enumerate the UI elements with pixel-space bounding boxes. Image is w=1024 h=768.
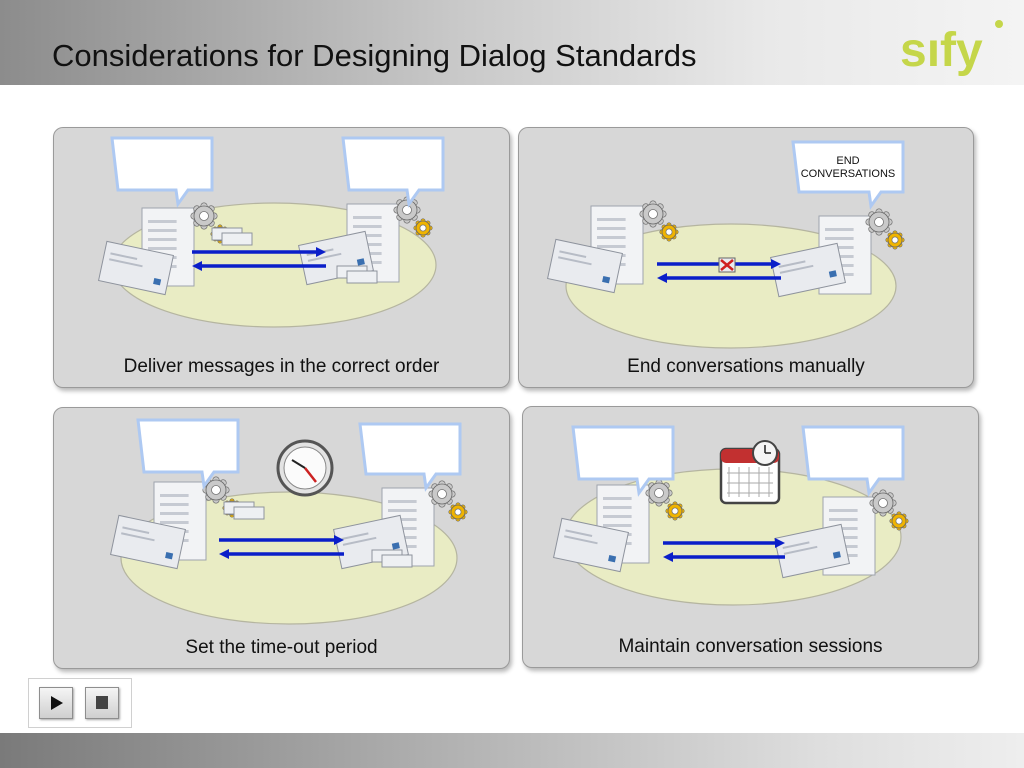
speech-bubble bbox=[341, 136, 445, 208]
panel-illustration bbox=[552, 425, 909, 606]
gear-icon bbox=[885, 230, 905, 250]
speech-bubble bbox=[136, 418, 240, 490]
envelope-icon bbox=[546, 238, 624, 294]
gear-icon bbox=[639, 200, 667, 228]
panel-caption: End conversations manually bbox=[627, 356, 865, 377]
message-stack bbox=[336, 265, 378, 284]
slide-footer bbox=[0, 733, 1024, 768]
conversation-illustration bbox=[546, 140, 905, 349]
conversation-illustration bbox=[97, 136, 445, 328]
panel-sessions: Maintain conversation sessions bbox=[522, 406, 979, 668]
panel-deliver-order: Deliver messages in the correct order bbox=[53, 127, 510, 388]
envelope-icon bbox=[552, 517, 630, 573]
calendar-icon bbox=[719, 440, 781, 505]
playback-controls bbox=[28, 678, 132, 728]
envelope-icon bbox=[109, 514, 187, 570]
envelope-icon bbox=[97, 240, 175, 296]
panel-illustration bbox=[97, 136, 445, 328]
gear-icon bbox=[428, 480, 456, 508]
gear-icon bbox=[659, 222, 679, 242]
message-arrows bbox=[219, 535, 344, 559]
gear-icon bbox=[645, 479, 673, 507]
envelope-icon bbox=[769, 242, 847, 298]
stop-icon bbox=[96, 696, 108, 709]
speech-bubble bbox=[110, 136, 214, 208]
gear-icon bbox=[448, 502, 468, 522]
panel-caption: Maintain conversation sessions bbox=[618, 636, 883, 657]
clock-icon bbox=[276, 439, 334, 497]
speech-bubble bbox=[791, 140, 905, 210]
message-arrows bbox=[663, 538, 785, 562]
bubble-label: END CONVERSATIONS bbox=[800, 155, 896, 180]
panel-caption: Set the time-out period bbox=[185, 637, 378, 658]
panel-illustration bbox=[109, 418, 468, 625]
slide-header bbox=[0, 0, 1024, 85]
message-stack bbox=[371, 549, 413, 568]
gear-icon bbox=[202, 476, 230, 504]
stop-button[interactable] bbox=[85, 687, 119, 719]
message-arrows bbox=[657, 259, 781, 283]
stop-message-icon bbox=[718, 257, 736, 273]
gear-icon bbox=[413, 218, 433, 238]
conversation-illustration bbox=[109, 418, 468, 625]
message-stack bbox=[223, 501, 265, 520]
conversation-illustration bbox=[552, 425, 909, 606]
envelope-icon bbox=[773, 523, 851, 579]
panel-caption: Deliver messages in the correct order bbox=[123, 356, 440, 377]
panel-illustration bbox=[546, 140, 905, 349]
gear-icon bbox=[865, 208, 893, 236]
message-stack bbox=[211, 227, 253, 246]
slide-title: Considerations for Designing Dialog Stan… bbox=[52, 38, 697, 73]
play-icon bbox=[51, 696, 63, 710]
gear-icon bbox=[889, 511, 909, 531]
speech-bubble bbox=[571, 425, 675, 497]
logo-text: sıfy bbox=[900, 24, 983, 77]
sify-logo: sıfy bbox=[900, 20, 1003, 77]
speech-bubble bbox=[358, 422, 462, 492]
message-arrows bbox=[192, 247, 326, 271]
gear-icon bbox=[869, 489, 897, 517]
panel-end-conversations: END CONVERSATIONS End conversations manu… bbox=[518, 127, 974, 388]
panel-timeout: Set the time-out period bbox=[53, 407, 510, 669]
gear-icon bbox=[665, 501, 685, 521]
gear-icon bbox=[190, 202, 218, 230]
speech-bubble bbox=[801, 425, 905, 497]
gear-icon bbox=[393, 196, 421, 224]
play-button[interactable] bbox=[39, 687, 73, 719]
